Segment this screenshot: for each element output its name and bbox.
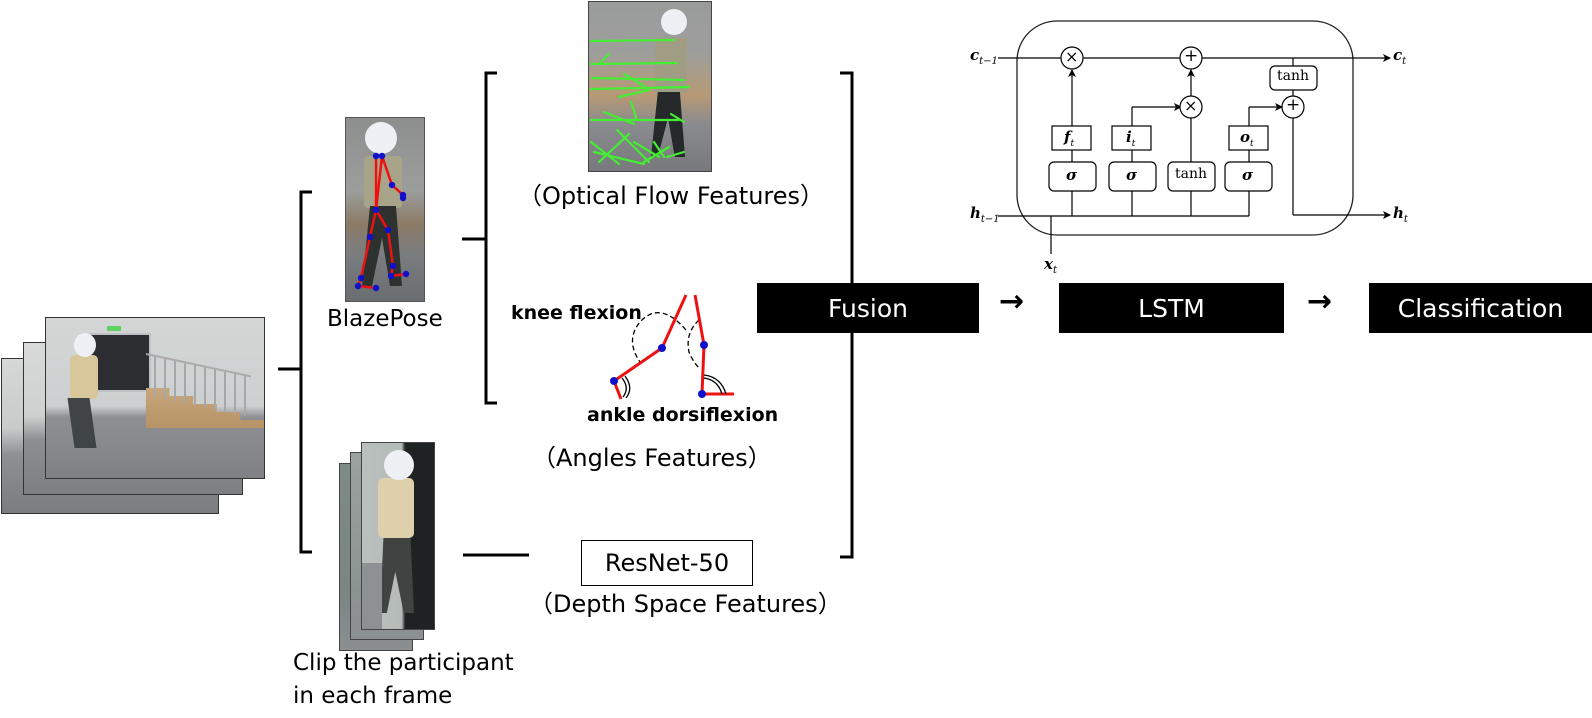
face-blur — [365, 122, 397, 154]
resnet-label: ResNet-50 — [604, 549, 730, 577]
input-frame-front — [45, 317, 265, 479]
exit-sign — [107, 326, 121, 331]
h-prev-label: ht−1 — [970, 204, 1000, 225]
floor — [362, 563, 382, 629]
classification-block: Classification — [1369, 283, 1592, 333]
c-next-label: ct — [1393, 46, 1407, 67]
tanh-g-label: tanh — [1175, 166, 1208, 182]
left-shin — [613, 346, 663, 383]
it-label: it — [1126, 128, 1136, 149]
torso — [364, 156, 402, 208]
left-ankle-joint — [610, 377, 618, 385]
x-input-label: xt — [1044, 255, 1057, 276]
optical-flow-image — [588, 1, 712, 172]
ankle-angle-left-arc2 — [624, 375, 631, 399]
sigma-o-label: σ — [1242, 166, 1254, 184]
face-blur — [74, 333, 96, 357]
ot-label: ot — [1240, 128, 1254, 149]
lstm-label: LSTM — [1138, 293, 1205, 323]
op-output-symbol: + — [1286, 95, 1301, 115]
features-bracket — [484, 71, 497, 405]
pose-skeleton — [354, 152, 410, 292]
torso — [655, 38, 687, 93]
ft-label: ft — [1064, 128, 1075, 149]
right-shin — [700, 344, 706, 395]
ankle-dorsiflexion-label: ankle dorsiflexion — [587, 404, 779, 426]
depth-space-caption: （Depth Space Features） — [529, 590, 842, 618]
ankle-angle-right-arc2 — [703, 374, 727, 395]
ankle-angle-left-arc — [621, 377, 627, 398]
torso — [378, 478, 414, 538]
legs — [380, 538, 414, 613]
classification-label: Classification — [1397, 293, 1564, 323]
fusion-label: Fusion — [828, 293, 908, 323]
angles-figure — [610, 294, 734, 400]
right-knee-joint — [700, 341, 708, 349]
ankle-angle-right-arc — [703, 377, 723, 395]
op-forget-mul-symbol: × — [1065, 47, 1079, 66]
blazepose-image — [345, 117, 425, 302]
knee-flexion-label: knee flexion — [511, 302, 642, 324]
resnet-box: ResNet-50 — [581, 540, 753, 586]
h-next-label: ht — [1393, 204, 1408, 225]
op-cell-add-symbol: + — [1184, 46, 1199, 66]
fusion-block: Fusion — [757, 283, 979, 333]
person-torso — [70, 355, 98, 399]
optical-flow-caption: （Optical Flow Features） — [518, 182, 825, 210]
op-input-mul-symbol: × — [1184, 96, 1198, 115]
arrow-lstm-to-classification: → — [1307, 284, 1333, 319]
tanh-out-label: tanh — [1277, 68, 1310, 84]
clip-label-line1: Clip the participant — [293, 650, 514, 676]
blazepose-label: BlazePose — [327, 306, 443, 332]
left-bracket — [299, 190, 312, 554]
face-blur — [384, 450, 414, 480]
angles-caption: （Angles Features） — [532, 444, 772, 472]
left-knee-joint — [658, 344, 666, 352]
c-prev-label: ct−1 — [970, 46, 998, 67]
flow-vectors — [589, 38, 691, 166]
sigma-f-label: σ — [1066, 166, 1078, 184]
lstm-block: LSTM — [1059, 283, 1284, 333]
left-thigh — [660, 294, 688, 349]
right-thigh — [693, 294, 706, 346]
knee-flexion-arc — [631, 312, 687, 363]
right-ankle-joint — [698, 390, 706, 398]
face-blur — [661, 9, 687, 35]
sigma-i-label: σ — [1126, 166, 1138, 184]
clip-frame-front — [361, 442, 435, 630]
knee-flexion-arc-right — [687, 319, 700, 369]
arrow-fusion-to-lstm: → — [999, 284, 1025, 319]
clip-label-line2: in each frame — [293, 683, 453, 709]
